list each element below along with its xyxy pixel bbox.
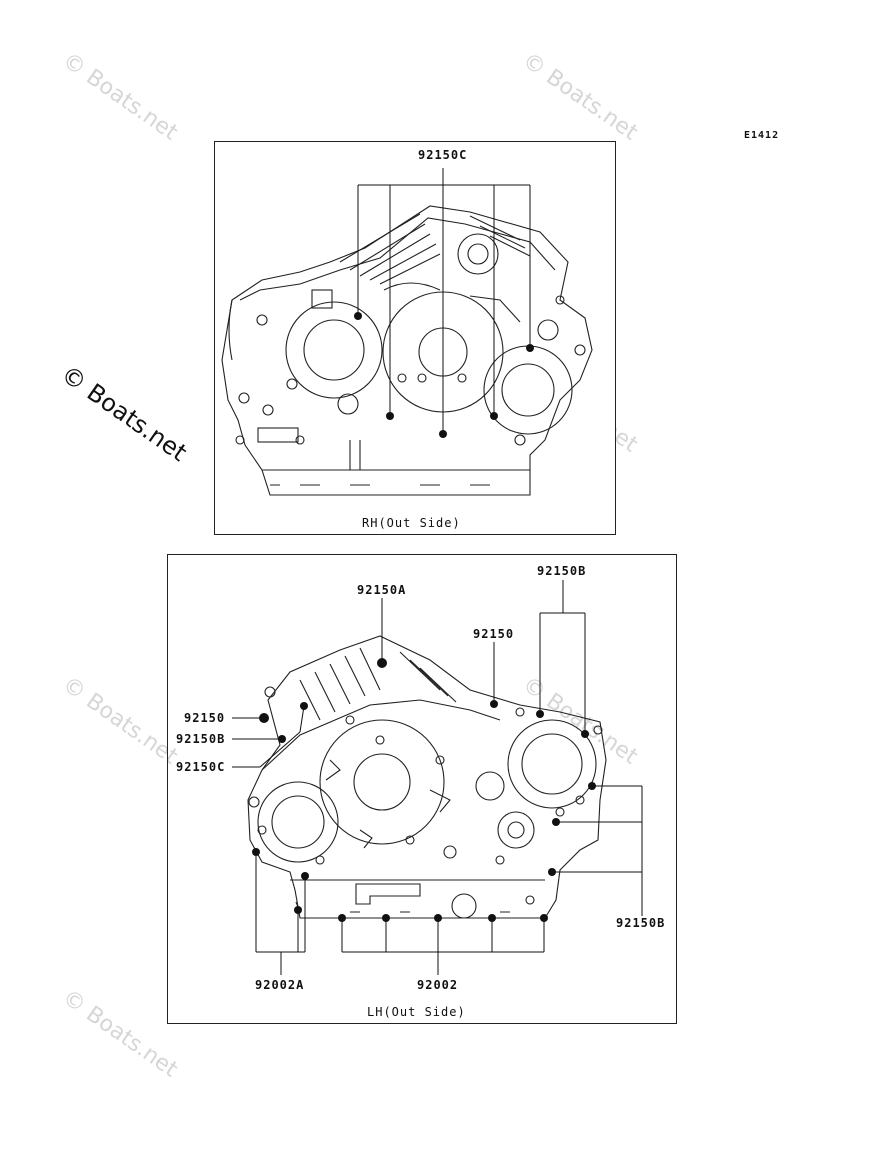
label-92150-mid: 92150: [473, 627, 515, 641]
top-panel: [214, 141, 616, 535]
label-92150b-top: 92150B: [537, 564, 587, 578]
ref-code: E1412: [744, 130, 780, 141]
label-92002: 92002: [417, 978, 459, 992]
label-92150b-left: 92150B: [176, 732, 226, 746]
bottom-panel: [167, 554, 677, 1024]
label-92150-left: 92150: [184, 711, 226, 725]
label-92150b-right: 92150B: [616, 916, 666, 930]
label-92002a: 92002A: [255, 978, 305, 992]
caption-rh-out-side: RH(Out Side): [362, 516, 461, 530]
caption-lh-out-side: LH(Out Side): [367, 1005, 466, 1019]
label-92150a: 92150A: [357, 583, 407, 597]
label-92150c-top: 92150C: [418, 148, 468, 162]
label-92150c-left: 92150C: [176, 760, 226, 774]
